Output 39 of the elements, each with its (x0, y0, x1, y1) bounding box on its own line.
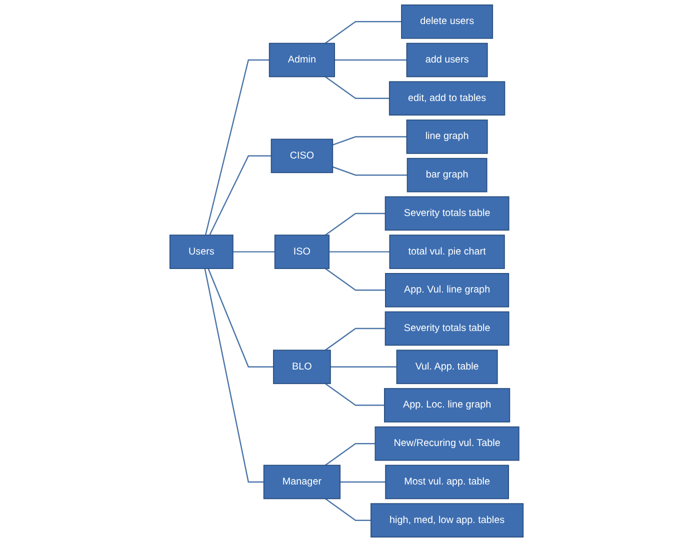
connector (204, 59, 270, 236)
connector (332, 136, 407, 146)
node-box: Severity totals table (384, 311, 510, 346)
node-box: App. Loc. line graph (384, 388, 510, 422)
connector (232, 251, 275, 252)
connector (329, 251, 390, 252)
connector (324, 76, 390, 99)
node-box: delete users (401, 4, 493, 39)
node-box: New/Recuring vul. Table (374, 426, 520, 461)
node-box: line graph (406, 120, 488, 154)
node-box: Vul. App. table (396, 350, 498, 384)
node-box: Severity totals table (384, 196, 510, 231)
connector (204, 268, 264, 483)
connector (332, 166, 408, 176)
node-box: Users (169, 234, 234, 269)
connector (324, 21, 402, 44)
node-box: Admin (268, 42, 335, 78)
connector (324, 443, 376, 466)
connector (340, 481, 386, 483)
connector (324, 268, 386, 291)
node-box: App. Vul. line graph (384, 273, 510, 308)
connector (208, 268, 274, 368)
node-box: total vul. pie chart (389, 234, 505, 269)
connector (324, 212, 386, 236)
node-box: bar graph (406, 158, 488, 192)
connector (334, 59, 407, 61)
connector (324, 498, 371, 521)
node-box: Manager (263, 464, 340, 500)
connector (209, 155, 272, 236)
node-box: add users (406, 42, 488, 78)
node-box: CISO (270, 138, 334, 174)
connector (324, 328, 386, 351)
connector (324, 383, 384, 406)
node-box: high, med, low app. tables (370, 503, 524, 538)
node-box: edit, add to tables (388, 81, 506, 116)
node-box: BLO (272, 350, 331, 384)
connector (330, 366, 397, 368)
node-box: ISO (274, 234, 330, 269)
node-box: Most vul. app. table (385, 464, 509, 500)
